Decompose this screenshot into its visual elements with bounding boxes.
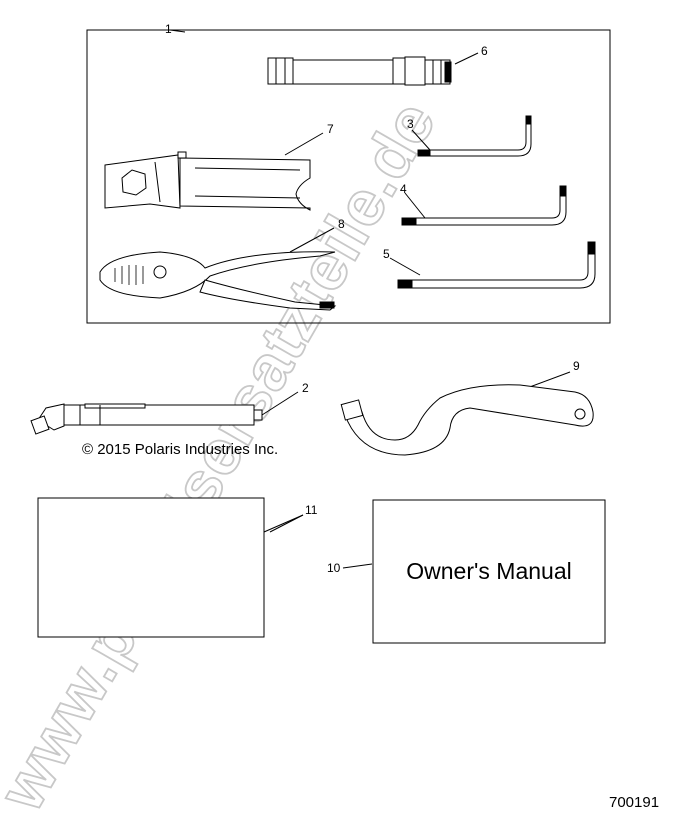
pliers-part-8 [99,251,337,311]
callout-1: 1 [165,22,172,36]
hex-key-small-part-3 [417,115,532,157]
owners-manual-part-10 [372,499,606,644]
callout-4: 4 [400,182,407,196]
callout-8: 8 [338,217,345,231]
manual-title: Owner's Manual [406,558,572,584]
spanner-wrench-part-7 [104,151,311,211]
nut-driver-part-6 [267,56,452,86]
callout-9: 9 [573,359,580,373]
hook-spanner-part-9 [340,384,594,456]
copyright-notice: © 2015 Polaris Industries Inc. [82,441,279,458]
callout-6: 6 [481,44,488,58]
tool-kit-box [86,29,611,324]
document-part-11 [37,497,265,638]
hex-key-large-part-5 [397,241,596,289]
callout-7: 7 [327,122,334,136]
callout-2: 2 [302,381,309,395]
callout-5: 5 [383,247,390,261]
callout-11: 11 [305,503,318,517]
hex-key-medium-part-4 [401,185,567,226]
callout-3: 3 [407,117,414,131]
tire-gauge-part-2 [30,403,263,435]
diagram-number: 700191 [609,794,660,811]
callout-10: 10 [327,561,341,575]
